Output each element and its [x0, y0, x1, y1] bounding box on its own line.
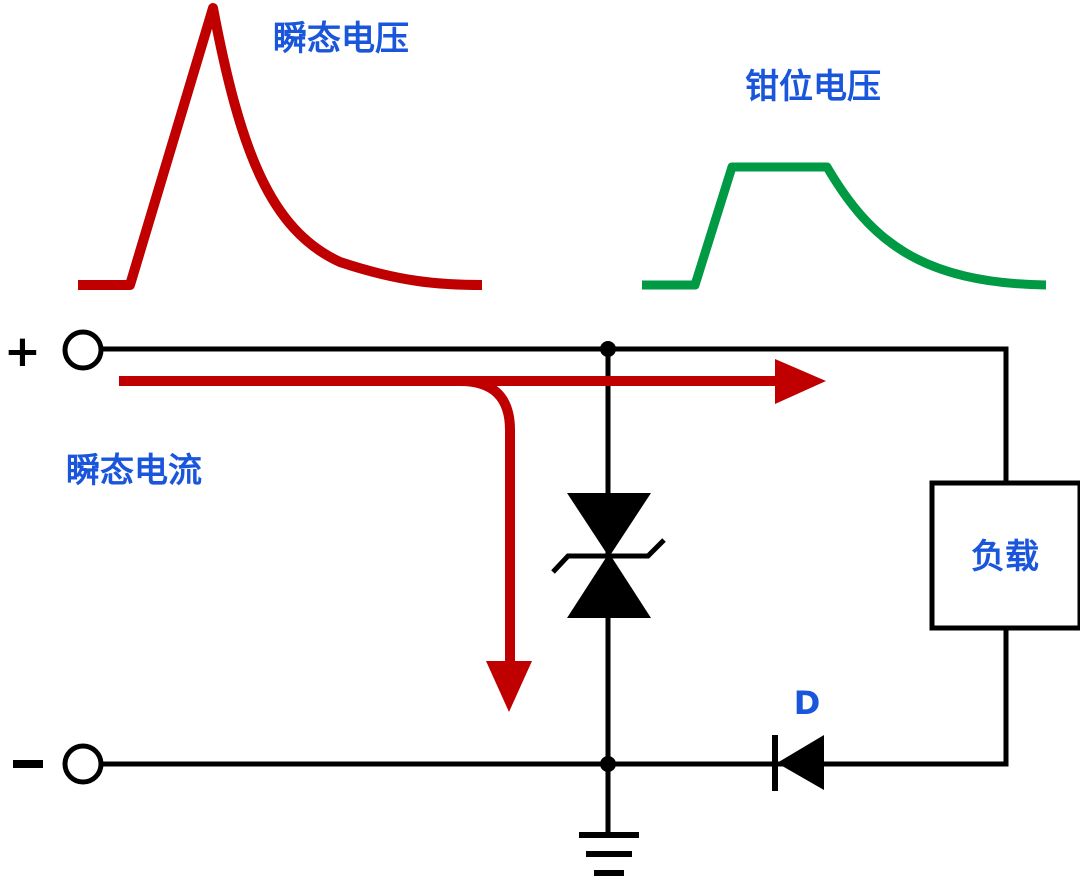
top-wire — [101, 346, 1009, 483]
load-label: 负载 — [971, 537, 1039, 577]
plus-terminal — [62, 329, 104, 371]
transient-voltage-waveform — [78, 3, 483, 290]
diode-d-icon — [772, 735, 824, 791]
transient-current-path — [119, 376, 780, 665]
transient-voltage-label: 瞬态电压 — [273, 19, 409, 59]
clamp-voltage-waveform — [642, 162, 1047, 290]
diode-d-label: D — [794, 684, 821, 722]
minus-terminal — [62, 743, 104, 785]
transient-current-label: 瞬态电流 — [66, 451, 202, 491]
transient-current-arrowhead-right — [775, 359, 826, 404]
clamp-voltage-label: 钳位电压 — [745, 67, 881, 107]
ground-icon — [579, 832, 639, 876]
tvs-diode-icon — [551, 493, 666, 618]
bottom-wire — [101, 628, 1009, 767]
transient-current-arrowhead-down — [486, 661, 532, 712]
load-box — [929, 480, 1080, 631]
minus-terminal-sign — [13, 760, 43, 768]
plus-terminal-sign: + — [4, 326, 41, 377]
